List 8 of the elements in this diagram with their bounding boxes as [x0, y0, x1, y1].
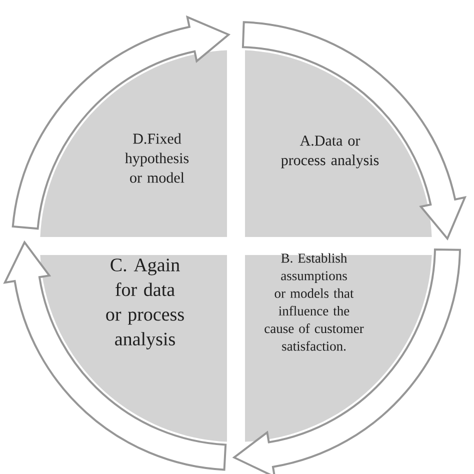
quadrant-box: A.Data or process analysis — [245, 50, 432, 237]
curved-arrow — [4, 241, 227, 471]
quadrant-box: B. Establish assumptions or models that influence the cause of customer satisfaction. — [245, 253, 432, 442]
curved-arrow — [242, 21, 466, 240]
curved-arrow — [12, 16, 230, 230]
quadrant-box: C. Again for data or process analysis — [40, 255, 227, 442]
quadrant-box: D.Fixed hypothesis or model — [40, 50, 227, 237]
curved-arrow — [233, 248, 461, 474]
